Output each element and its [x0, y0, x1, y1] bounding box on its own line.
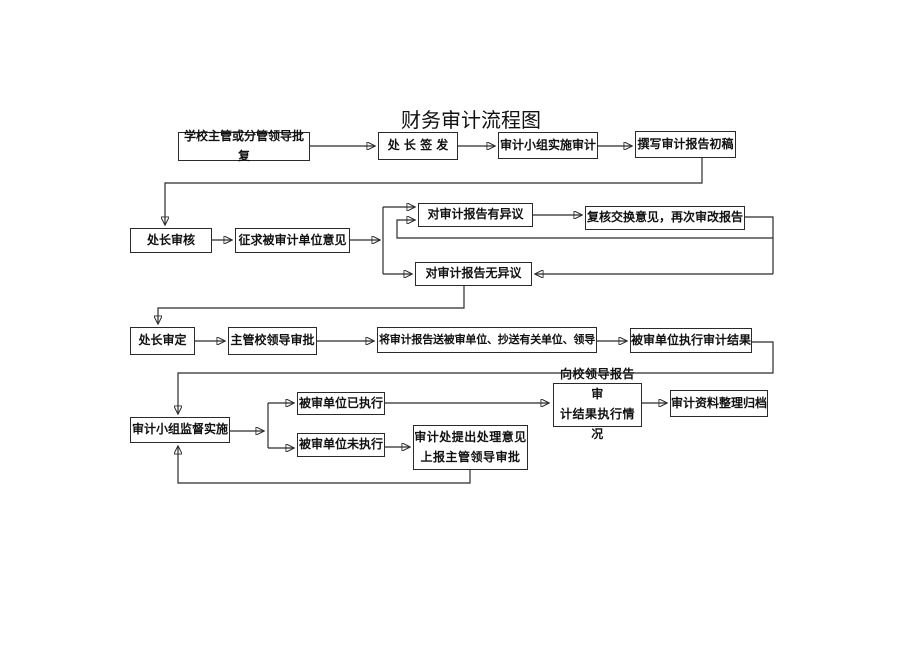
- node-send-report: 将审计报告送被审单位、抄送有关单位、领导: [377, 327, 597, 353]
- edge-recheck-loop-to-has-objection: [396, 220, 773, 239]
- edge-draft-report-to-director-review: [165, 158, 703, 224]
- node-director-finalize: 处长审定: [130, 327, 195, 355]
- node-unit-done: 被审单位已执行: [297, 392, 385, 415]
- node-has-objection: 对审计报告有异议: [418, 203, 533, 227]
- node-school-leader-approve: 主管校领导审批: [228, 327, 317, 355]
- page-title: 财务审计流程图: [401, 108, 541, 132]
- node-archive: 审计资料整理归档: [670, 390, 768, 417]
- node-seek-opinions: 征求被审计单位意见: [235, 228, 350, 253]
- node-director-sign: 处 长 签 发: [378, 132, 458, 160]
- node-school-approval: 学校主管或分管领导批复: [178, 129, 310, 163]
- node-report-to-leaders: 向校领导报告审 计结果执行情况: [553, 367, 642, 441]
- node-recheck-exchange: 复核交换意见，再次审改报告: [585, 206, 745, 230]
- node-audit-office-opinion: 审计处提出处理意见 上报主管领导审批: [413, 425, 528, 470]
- edge-unit-implement-to-team-supervise: [178, 341, 774, 413]
- node-draft-report: 撰写审计报告初稿: [635, 131, 736, 158]
- edge-no-objection-to-director-finalize: [158, 286, 465, 323]
- node-no-objection: 对审计报告无异议: [415, 262, 532, 286]
- node-unit-implement: 被审单位执行审计结果: [630, 328, 752, 353]
- node-team-supervise: 审计小组监督实施: [130, 417, 230, 443]
- node-director-review: 处长审核: [130, 228, 212, 253]
- edge-audit-office-loop-to-team-supervise: [178, 447, 471, 484]
- edge-recheck-return-trunk: [745, 216, 774, 274]
- node-unit-not-done: 被审单位未执行: [297, 433, 385, 457]
- node-team-implement: 审计小组实施审计: [498, 132, 598, 159]
